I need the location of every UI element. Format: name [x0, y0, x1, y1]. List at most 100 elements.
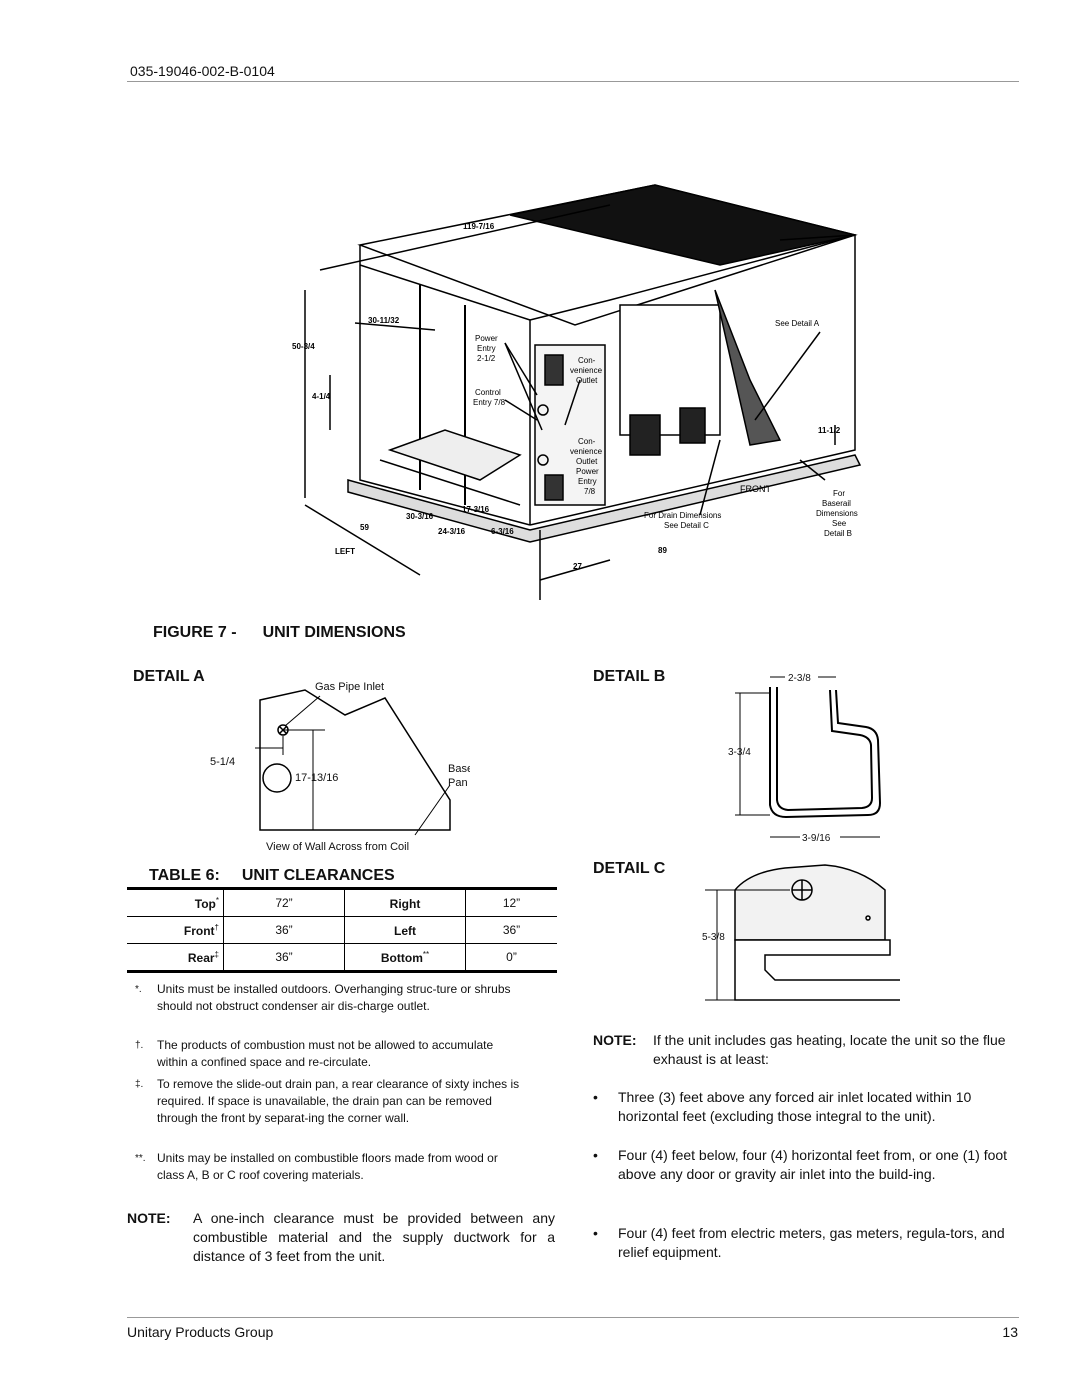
- table-cell-value: 36”: [465, 916, 557, 944]
- footnote: †. The products of combustion must not be…: [135, 1037, 527, 1071]
- detail-a-drawing: Gas Pipe Inlet 5-1/4 17-13/16 Base Pan V…: [210, 681, 470, 853]
- note-text: A one-inch clearance must be provided be…: [193, 1210, 555, 1264]
- dim-27: 27: [573, 562, 582, 571]
- bullet-dot: •: [593, 1147, 598, 1163]
- table-cell-label: Rear‡: [127, 944, 224, 972]
- bullet-dot: •: [593, 1225, 598, 1241]
- clearances-table: Top* 72” Right 12” Front† 36” Left 36” R…: [127, 887, 557, 973]
- document-number: 035-19046-002-B-0104: [130, 63, 275, 79]
- dim-50-3: 50-3/4: [292, 342, 315, 351]
- table-cell-value: 12”: [465, 888, 557, 917]
- label-front: FRONT: [740, 484, 771, 494]
- figure-number: FIGURE 7 -: [153, 624, 237, 641]
- label-conv-2c: Outlet: [576, 457, 598, 466]
- table-cell-label: Right: [344, 888, 466, 917]
- dim-3-3: 3-3/4: [728, 747, 751, 758]
- table-cell-value: 36”: [223, 943, 345, 972]
- label-control-2: Entry 7/8: [473, 398, 506, 407]
- label-base-4: See: [832, 519, 847, 528]
- dim-17-13: 17-13/16: [295, 772, 338, 784]
- row-label: Right: [389, 896, 421, 911]
- detail-b-title: DETAIL B: [593, 668, 666, 685]
- table-title: TABLE 6: UNIT CLEARANCES: [127, 867, 395, 885]
- label-base-1: For: [833, 489, 845, 498]
- dim-24-3: 24-3/16: [438, 527, 466, 536]
- footer-rule: [127, 1317, 1019, 1318]
- footnote-marker: *: [215, 895, 219, 905]
- table-cell-value: 72”: [223, 888, 345, 917]
- detail-c-title: DETAIL C: [593, 860, 666, 877]
- row-label: Left: [394, 923, 416, 938]
- bullet-text: Three (3) feet above any forced air inle…: [618, 1089, 972, 1124]
- label-conv-1a: Con-: [578, 356, 596, 365]
- label-conv-2b: venience: [570, 447, 603, 456]
- dim-5-3: 5-3/8: [702, 932, 725, 943]
- footer-company: Unitary Products Group: [127, 1324, 274, 1340]
- label-power-3: 2-1/2: [477, 354, 496, 363]
- detail-a-title: DETAIL A: [133, 668, 205, 685]
- label-base-3: Dimensions: [816, 509, 858, 518]
- dim-4-1: 4-1/4: [312, 392, 331, 401]
- label-conv-1c: Outlet: [576, 376, 598, 385]
- dim-17-3: 17-3/16: [462, 505, 490, 514]
- row-label: Front: [183, 923, 215, 938]
- row-label: Rear: [187, 950, 215, 965]
- table-cell-label: Bottom**: [344, 943, 466, 972]
- footnote-text: The products of combustion must not be a…: [157, 1038, 494, 1069]
- note-clearance: NOTE: A one-inch clearance must be provi…: [127, 1209, 555, 1266]
- label-base-2: Baserail: [822, 499, 851, 508]
- table-cell-label: Left: [344, 916, 466, 944]
- label-drain-1: For Drain Dimensions: [644, 511, 721, 520]
- dim-59: 59: [360, 523, 369, 532]
- footnote: ‡. To remove the slide-out drain pan, a r…: [135, 1076, 527, 1127]
- dim-5-1: 5-1/4: [210, 756, 235, 768]
- dim-30-11: 30-11/32: [368, 316, 400, 325]
- footnote-mark: ‡.: [135, 1079, 144, 1090]
- dim-119: 119-7/16: [463, 222, 495, 231]
- dim-6-3: 6-3/16: [491, 527, 514, 536]
- dim-11-1: 11-1/2: [818, 426, 841, 435]
- footnote-marker: †: [214, 922, 219, 932]
- note-gas-heating: NOTE: If the unit includes gas heating, …: [593, 1031, 1018, 1069]
- footnote-marker: **: [422, 949, 430, 959]
- label-base: Base: [448, 763, 470, 775]
- footnote-text: Units must be installed outdoors. Overha…: [157, 982, 511, 1013]
- header-rule: [127, 81, 1019, 82]
- dim-89: 89: [658, 546, 667, 555]
- label-conv-2d: Power: [576, 467, 599, 476]
- page-number: 13: [1002, 1324, 1018, 1340]
- note-label: NOTE:: [127, 1210, 171, 1226]
- table-row: Rear‡ 36” Bottom** 0”: [127, 943, 557, 972]
- row-label: Top: [194, 896, 216, 911]
- footnote-marker: ‡: [214, 949, 219, 959]
- table-cell-value: 0”: [465, 943, 557, 972]
- label-conv-2a: Con-: [578, 437, 596, 446]
- note-label: NOTE:: [593, 1032, 637, 1048]
- dim-30-3: 30-3/16: [406, 512, 434, 521]
- dim-2-3: 2-3/8: [788, 673, 811, 684]
- note-text: If the unit includes gas heating, locate…: [653, 1032, 1006, 1067]
- footnote-mark: †.: [135, 1040, 144, 1051]
- label-control-1: Control: [475, 388, 501, 397]
- dim-3-9: 3-9/16: [802, 833, 831, 844]
- bullet-text: Four (4) feet below, four (4) horizontal…: [618, 1147, 1008, 1182]
- table-cell-label: Top*: [127, 888, 224, 917]
- row-label: Bottom: [380, 950, 423, 965]
- footnote-text: Units may be installed on combustible fl…: [157, 1151, 498, 1182]
- unit-dimensions-drawing: 119-7/16 30-11/32 50-3/4 4-1/4 Power Ent…: [292, 184, 862, 600]
- label-see-detail-a: See Detail A: [775, 319, 820, 328]
- detail-b-drawing: 2-3/8 3-3/4 3-9/16: [728, 673, 882, 844]
- bullet-text: Four (4) feet from electric meters, gas …: [618, 1225, 1005, 1260]
- detail-a-caption: View of Wall Across from Coil: [266, 841, 409, 853]
- detail-c-drawing: 5-3/8: [702, 864, 900, 1001]
- table-caption: UNIT CLEARANCES: [241, 867, 395, 884]
- footnote-mark: *.: [135, 984, 142, 995]
- figure-title: FIGURE 7 -UNIT DIMENSIONS: [127, 624, 406, 642]
- table-number: TABLE 6:: [149, 867, 220, 884]
- label-pan: Pan: [448, 777, 468, 789]
- footnote-text: To remove the slide-out drain pan, a rea…: [157, 1077, 520, 1125]
- bullet-dot: •: [593, 1089, 598, 1105]
- label-conv-2e: Entry: [578, 477, 597, 486]
- label-drain-2: See Detail C: [664, 521, 709, 530]
- table-cell-label: Front†: [127, 916, 224, 944]
